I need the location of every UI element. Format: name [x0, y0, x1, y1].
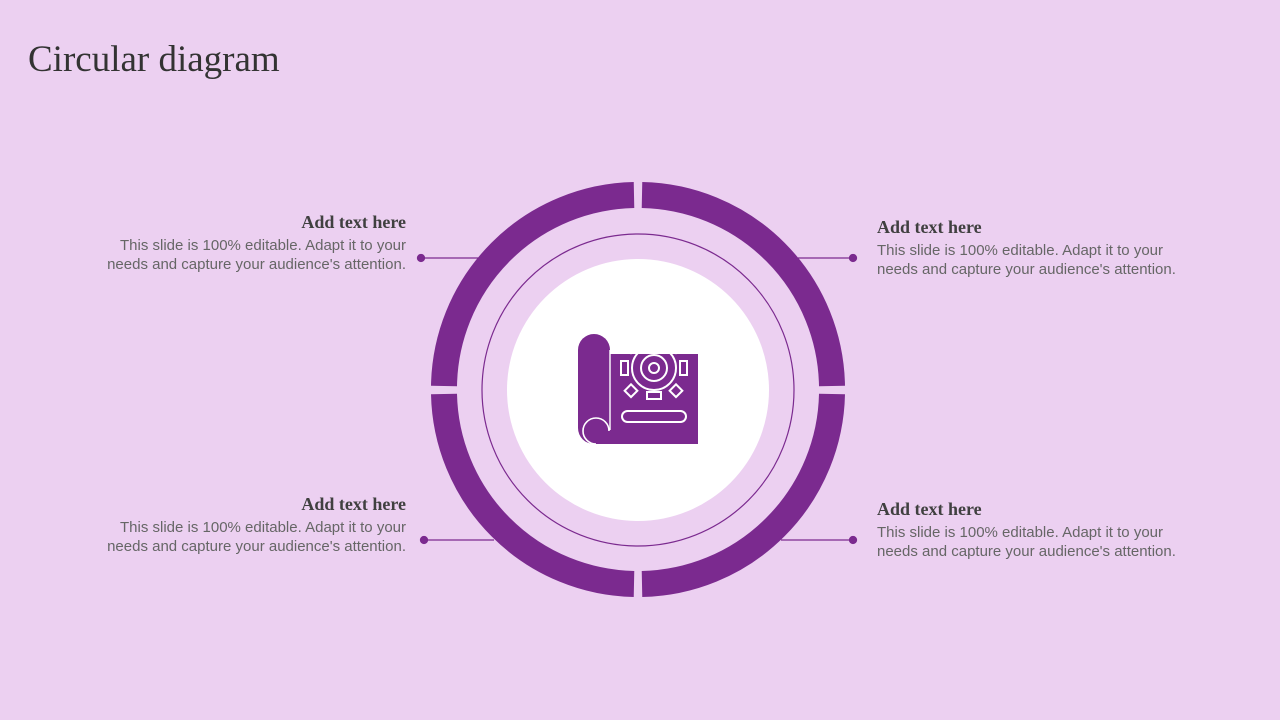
blueprint-gear-icon	[578, 334, 698, 445]
block-body: This slide is 100% editable. Adapt it to…	[107, 237, 406, 273]
connector-dot-top-left	[416, 253, 426, 263]
block-body: This slide is 100% editable. Adapt it to…	[877, 524, 1176, 560]
block-heading: Add text here	[301, 212, 406, 232]
block-heading: Add text here	[877, 217, 982, 237]
text-block-bottom-right: Add text here This slide is 100% editabl…	[877, 499, 1177, 561]
inner-ring	[481, 233, 795, 547]
connector-dot-top-right	[848, 253, 858, 263]
text-block-top-right: Add text here This slide is 100% editabl…	[877, 217, 1177, 279]
ring-segment-bottom-right	[641, 393, 845, 597]
block-body: This slide is 100% editable. Adapt it to…	[877, 242, 1176, 278]
ring-segment-top-right	[641, 182, 845, 387]
block-body: This slide is 100% editable. Adapt it to…	[107, 519, 406, 555]
block-heading: Add text here	[301, 494, 406, 514]
page-title: Circular diagram	[28, 39, 280, 80]
ring-segment-top-left	[431, 182, 635, 387]
connector-dot-bottom-right	[848, 535, 858, 545]
block-heading: Add text here	[877, 499, 982, 519]
connectors	[416, 253, 858, 545]
text-block-bottom-left: Add text here This slide is 100% editabl…	[106, 494, 406, 556]
outer-ring	[431, 182, 845, 597]
connector-dot-bottom-left	[419, 535, 429, 545]
ring-segment-bottom-left	[431, 393, 635, 597]
text-block-top-left: Add text here This slide is 100% editabl…	[106, 212, 406, 274]
